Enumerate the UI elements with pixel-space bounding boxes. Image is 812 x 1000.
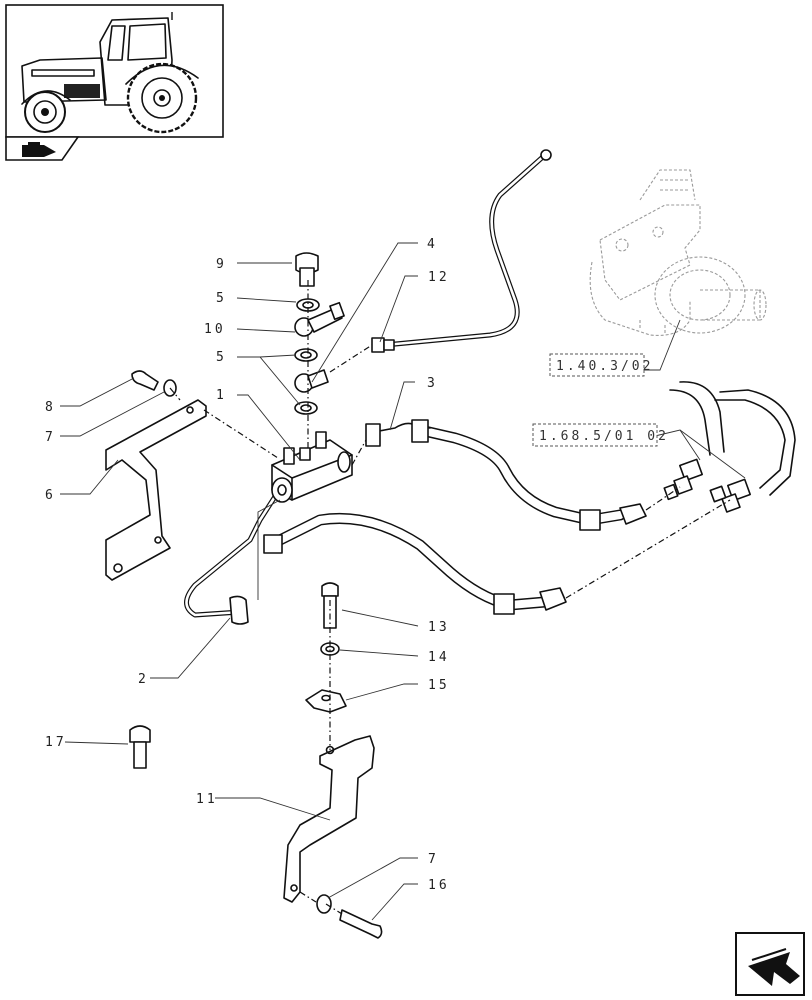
bolt-part-17: [129, 725, 151, 769]
callout-14: 14: [428, 650, 450, 665]
callout-17: 17: [45, 735, 67, 750]
callout-5-lower: 5: [216, 350, 227, 365]
callout-15: 15: [428, 678, 450, 693]
callout-5-upper: 5: [216, 291, 227, 306]
callout-7-lower: 7: [428, 852, 439, 867]
callout-9: 9: [216, 257, 227, 272]
callout-10: 10: [204, 322, 226, 337]
callout-13: 13: [428, 620, 450, 635]
reference-box-1-68-5[interactable]: 1.68.5/01 02: [532, 423, 669, 447]
callout-6: 6: [45, 488, 56, 503]
callout-labels: 1 2 3 4 5 5 6 7 7 8 9 10 11 12 13 14 15 …: [45, 237, 450, 893]
callout-8: 8: [45, 400, 56, 415]
reference-label-1-40-3: 1.40.3/02: [556, 359, 653, 374]
callout-16: 16: [428, 878, 450, 893]
reference-box-1-40-3[interactable]: 1.40.3/02: [549, 353, 653, 377]
banjo-bolt-stack: [294, 252, 345, 415]
callout-12: 12: [428, 270, 450, 285]
bracket-part-6: [105, 370, 207, 581]
next-page-arrow-icon[interactable]: [735, 932, 805, 996]
phantom-pump-assembly: [589, 169, 767, 336]
pipe-part-12: [371, 149, 552, 353]
valve-block-part-1: [271, 431, 353, 503]
callout-4: 4: [427, 237, 438, 252]
hose-part-3: [365, 419, 647, 531]
tractor-thumbnail-icon: [5, 4, 224, 138]
reference-label-1-68-5: 1.68.5/01 02: [539, 429, 669, 444]
leader-lines: [60, 242, 746, 921]
callout-1: 1: [216, 388, 227, 403]
section-marker-icon: [5, 136, 80, 161]
bracket-part-11: [283, 735, 383, 939]
phantom-hose-connectors: [663, 381, 796, 513]
pipe-part-2: [184, 492, 567, 625]
callout-7-upper: 7: [45, 430, 56, 445]
assembly-lines: [169, 280, 731, 915]
callout-11: 11: [196, 792, 218, 807]
callout-2: 2: [138, 672, 149, 687]
bolt-clamp-stack: [305, 582, 347, 713]
callout-3: 3: [427, 376, 438, 391]
